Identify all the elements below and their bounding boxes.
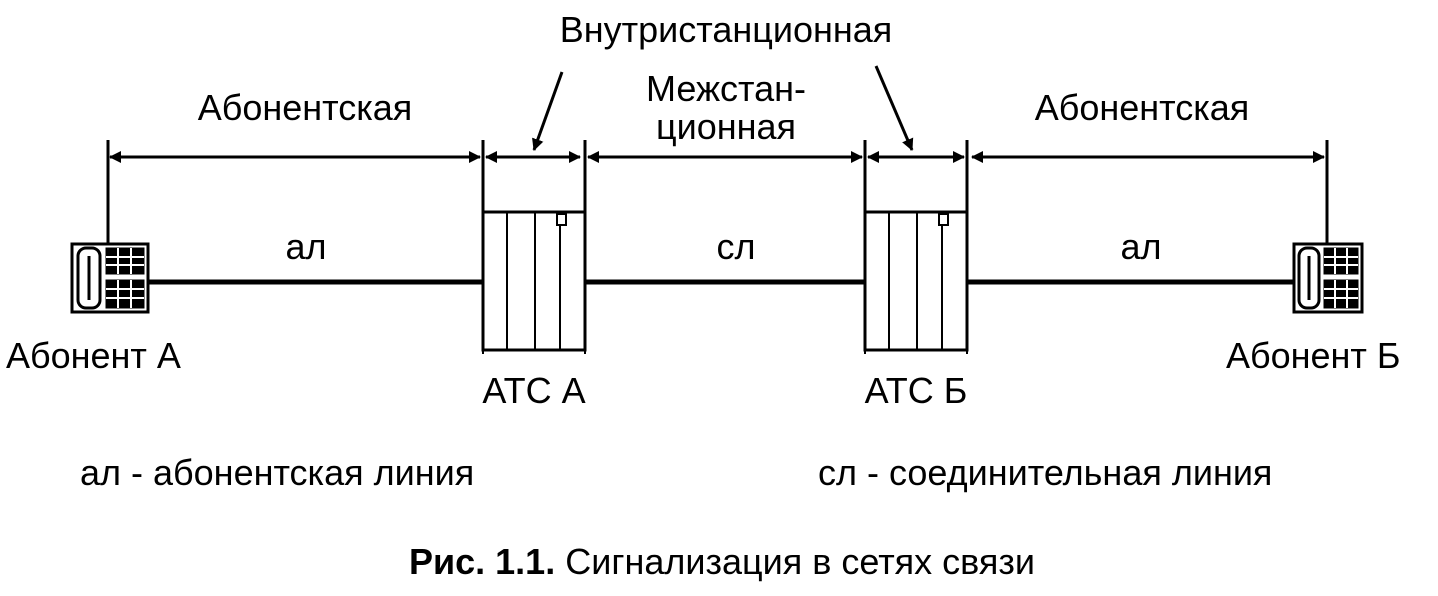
legend-sl: сл - соединительная линия [818,452,1273,493]
dimension-lines [106,140,1329,244]
exchange-b-label: АТС Б [864,370,968,411]
telephone-a-icon [70,242,150,314]
line-al-right-label: ал [1120,226,1162,267]
pointer-arrows [532,65,914,151]
line-sl-label: сл [716,226,756,267]
pointer-arrow-b [874,65,914,151]
subscriber-right-label: Абонентская [1034,87,1250,128]
inter-station-label: Межстан- ционная [646,70,806,146]
caption-title: Сигнализация в сетях связи [565,541,1036,582]
subscriber-left-label: Абонентская [197,87,413,128]
exchange-a-cabinet [481,210,587,354]
intra-station-label: Внутристанционная [559,9,893,50]
pointer-arrow-a [532,71,564,151]
line-al-left-label: ал [285,226,327,267]
subscriber-b-label: Абонент Б [1226,335,1401,376]
inter-station-label-line2: ционная [655,105,797,147]
exchange-b-cabinet [863,210,969,354]
figure-caption: Рис. 1.1. Сигнализация в сетях связи [409,544,1035,580]
caption-number: Рис. 1.1. [408,541,556,582]
exchange-a-label: АТС А [482,370,586,411]
telephone-b-icon [1292,242,1364,314]
inter-station-label-line1: Межстан- [645,68,807,109]
legend-al: ал - абонентская линия [80,452,475,493]
subscriber-a-label: Абонент А [6,335,181,376]
